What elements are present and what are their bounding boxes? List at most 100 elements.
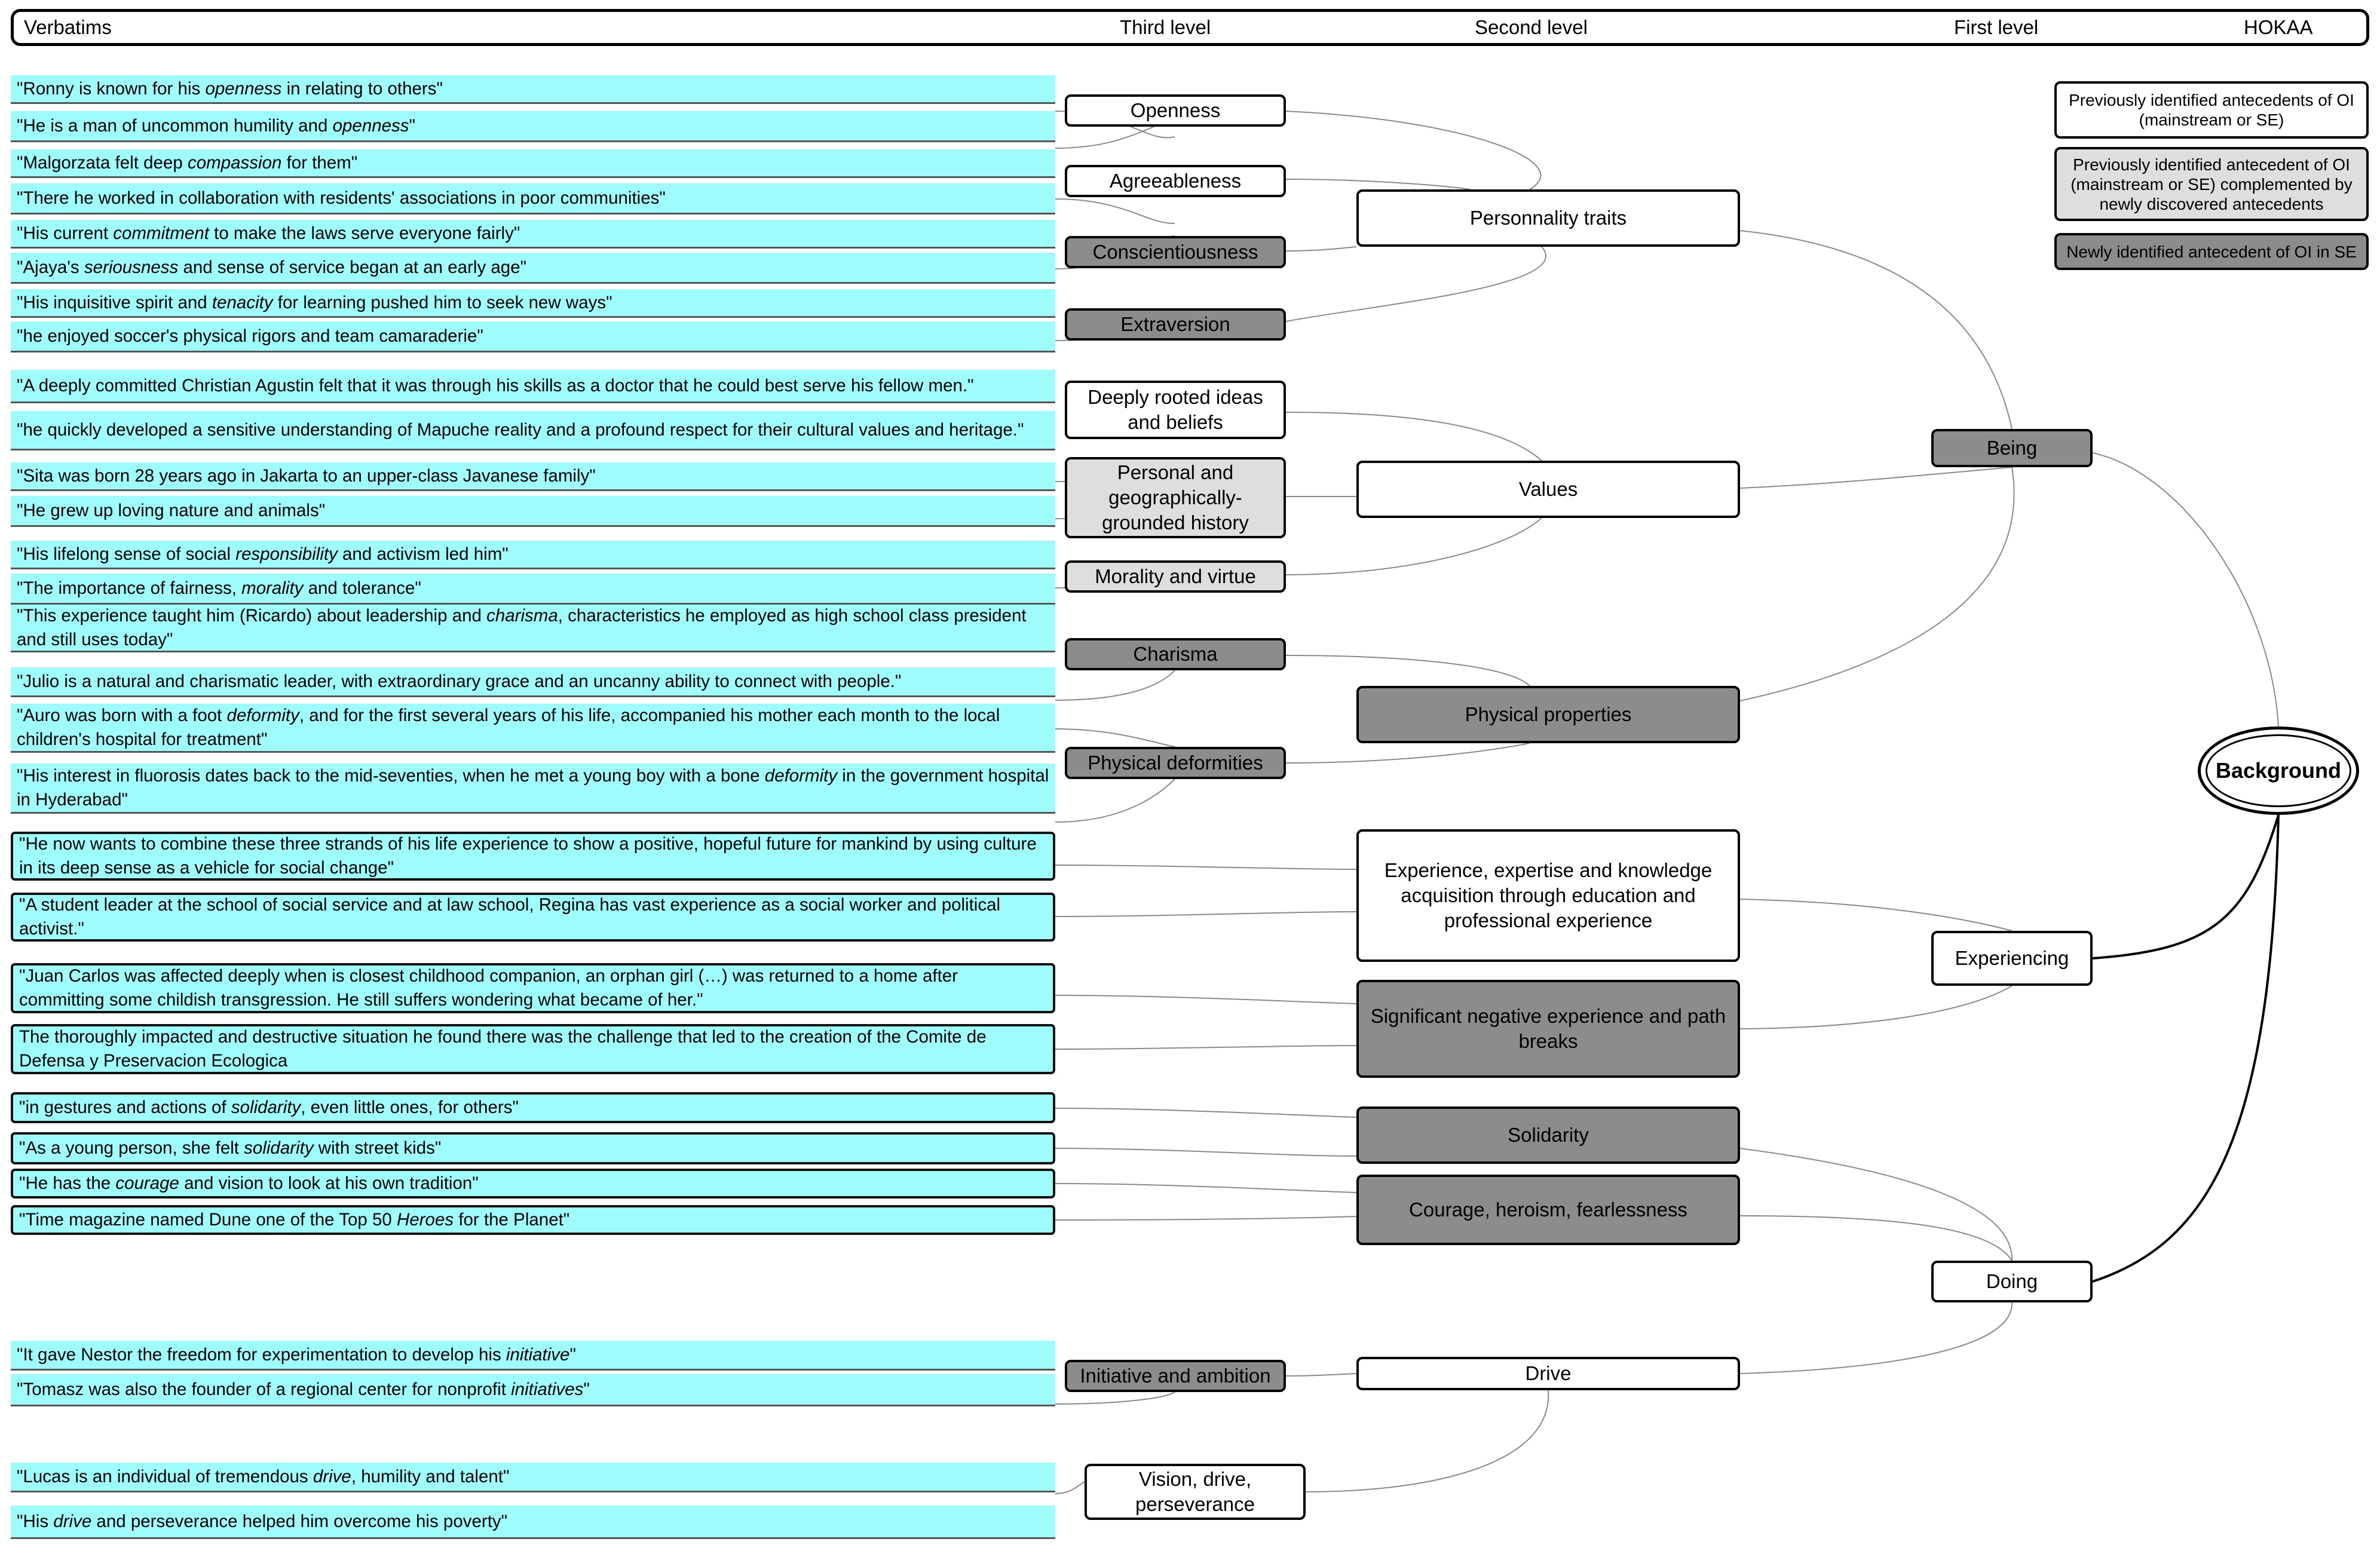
verbatim-text: "Ronny is known for his openness in rela… xyxy=(17,77,443,101)
verbatim-row: "Lucas is an individual of tremendous dr… xyxy=(11,1463,1055,1492)
verbatim-row: "Sita was born 28 years ago in Jakarta t… xyxy=(11,462,1055,491)
verbatim-row: "Julio is a natural and charismatic lead… xyxy=(11,667,1055,697)
verbatim-fragment: "A student leader at the school of socia… xyxy=(19,895,1001,939)
verbatim-emphasis: commitment xyxy=(113,223,209,243)
node-vision-drive-perseverance: Vision, drive, perseverance xyxy=(1085,1464,1306,1520)
verbatim-row: "he quickly developed a sensitive unders… xyxy=(11,411,1055,450)
verbatim-fragment: "Lucas is an individual of tremendous xyxy=(17,1466,313,1486)
verbatim-fragment: "The importance of fairness, xyxy=(17,578,242,598)
verbatim-text: "Malgorzata felt deep compassion for the… xyxy=(17,151,357,175)
verbatim-row: "in gestures and actions of solidarity, … xyxy=(11,1092,1055,1123)
verbatim-emphasis: openness xyxy=(332,115,409,136)
verbatim-text: "He has the courage and vision to look a… xyxy=(19,1172,479,1196)
node-extraversion: Extraversion xyxy=(1065,308,1286,341)
connector-line xyxy=(1739,899,2013,931)
node-experience-expertise: Experience, expertise and knowledge acqu… xyxy=(1356,829,1740,962)
connector-line xyxy=(2092,814,2280,960)
node-background: Background xyxy=(2198,727,2359,815)
connector-line xyxy=(1055,865,1357,870)
background-label: Background xyxy=(2215,758,2342,783)
header-hokaa: HOKAA xyxy=(2244,16,2313,38)
connector-line xyxy=(1739,230,2013,430)
verbatim-row: "The importance of fairness, morality an… xyxy=(11,574,1055,605)
connector-line xyxy=(1055,198,1175,225)
background-inner-ring xyxy=(2206,734,2351,807)
verbatim-emphasis: compassion xyxy=(187,152,282,173)
legend-previously-identified: Previously identified antecedents of OI … xyxy=(2054,81,2369,139)
verbatim-fragment: "Auro was born with a foot xyxy=(17,705,227,725)
verbatim-emphasis: Heroes xyxy=(397,1210,454,1230)
node-agreeableness: Agreeableness xyxy=(1065,165,1286,197)
verbatim-fragment: for learning pushed him to seek new ways… xyxy=(272,292,612,312)
connector-line xyxy=(1285,246,1357,252)
verbatim-fragment: "Malgorzata felt deep xyxy=(17,152,188,173)
legend-complemented: Previously identified antecedent of OI (… xyxy=(2054,147,2369,221)
connector-line xyxy=(1285,246,1546,322)
verbatim-fragment: , humility and talent" xyxy=(351,1466,510,1486)
connector-line xyxy=(1055,995,1357,1004)
verbatim-row: "A student leader at the school of socia… xyxy=(11,893,1055,942)
verbatim-row: "His inquisitive spirit and tenacity for… xyxy=(11,289,1055,318)
connector-line xyxy=(1739,985,2013,1029)
verbatim-row: "He has the courage and vision to look a… xyxy=(11,1169,1055,1198)
connector-line xyxy=(1739,1302,2013,1374)
verbatim-emphasis: deformity xyxy=(764,765,838,786)
verbatim-fragment: "As a young person, she felt xyxy=(19,1138,244,1158)
verbatim-fragment: in relating to others" xyxy=(281,78,443,99)
verbatim-text: "As a young person, she felt solidarity … xyxy=(19,1136,441,1160)
connector-line xyxy=(1055,670,1175,701)
connector-line xyxy=(1285,179,1471,190)
header-second-level: Second level xyxy=(1475,16,1588,38)
header-first-level: First level xyxy=(1954,16,2039,38)
verbatim-text: "There he worked in collaboration with r… xyxy=(17,186,666,210)
verbatim-text: "His lifelong sense of social responsibi… xyxy=(17,542,509,566)
connector-line xyxy=(2092,452,2279,727)
connector-line xyxy=(1055,1045,1357,1050)
verbatim-text: "Auro was born with a foot deformity, an… xyxy=(17,704,1049,751)
verbatim-emphasis: deformity xyxy=(226,705,299,725)
verbatim-fragment: The thoroughly impacted and destructive … xyxy=(19,1027,987,1071)
verbatim-text: "in gestures and actions of solidarity, … xyxy=(19,1096,519,1120)
verbatim-text: "Ajaya's seriousness and sense of servic… xyxy=(17,256,526,280)
verbatim-fragment: for them" xyxy=(281,152,358,173)
node-drive: Drive xyxy=(1356,1357,1740,1390)
verbatim-text: "Sita was born 28 years ago in Jakarta t… xyxy=(17,464,596,488)
verbatim-emphasis: charisma xyxy=(486,605,558,626)
node-values: Values xyxy=(1356,461,1740,518)
verbatim-text: "A student leader at the school of socia… xyxy=(19,895,1047,939)
column-header-bar xyxy=(11,9,2369,46)
verbatim-fragment: "Ronny is known for his xyxy=(17,78,206,99)
verbatim-text: "Lucas is an individual of tremendous dr… xyxy=(17,1465,509,1489)
verbatim-text: "Julio is a natural and charismatic lead… xyxy=(17,670,901,694)
verbatim-row: "As a young person, she felt solidarity … xyxy=(11,1132,1055,1164)
verbatim-fragment: in the government hospital in Hyderabad" xyxy=(17,765,1049,810)
header-verbatims: Verbatims xyxy=(24,16,112,38)
connector-line xyxy=(1285,517,1542,575)
verbatim-fragment: " xyxy=(409,115,416,136)
node-significant-negative-experience: Significant negative experience and path… xyxy=(1356,980,1740,1078)
verbatim-row: "he enjoyed soccer's physical rigors and… xyxy=(11,321,1055,352)
verbatim-row: "Tomasz was also the founder of a region… xyxy=(11,1374,1055,1406)
verbatim-emphasis: initiatives xyxy=(511,1379,584,1399)
verbatim-fragment: and activism led him" xyxy=(337,544,509,564)
verbatim-fragment: "He grew up loving nature and animals" xyxy=(17,500,326,520)
verbatim-text: "This experience taught him (Ricardo) ab… xyxy=(17,605,1049,651)
verbatim-fragment: "in gestures and actions of xyxy=(19,1098,231,1117)
node-courage-heroism: Courage, heroism, fearlessness xyxy=(1356,1175,1740,1245)
node-openness: Openness xyxy=(1065,94,1286,127)
connector-line xyxy=(1055,1391,1175,1405)
connector-line xyxy=(1055,1183,1357,1193)
verbatim-fragment: "He has the xyxy=(19,1173,116,1193)
connector-line xyxy=(1285,111,1542,190)
connector-line xyxy=(1055,1148,1357,1157)
verbatim-text: "Time magazine named Dune one of the Top… xyxy=(19,1208,569,1232)
verbatim-text: "His interest in fluorosis dates back to… xyxy=(17,764,1049,812)
node-personal-history: Personal and geographically-grounded his… xyxy=(1065,457,1286,538)
verbatim-fragment: "This experience taught him (Ricardo) ab… xyxy=(17,605,487,626)
verbatim-fragment: for the Planet" xyxy=(454,1210,570,1230)
verbatim-row: "Juan Carlos was affected deeply when is… xyxy=(11,963,1055,1013)
verbatim-text: "His drive and perseverance helped him o… xyxy=(17,1510,507,1534)
verbatim-emphasis: courage xyxy=(115,1173,179,1193)
verbatim-fragment: and perseverance helped him overcome his… xyxy=(91,1511,508,1531)
verbatim-fragment: , characteristics he employed as high sc… xyxy=(17,605,1027,649)
